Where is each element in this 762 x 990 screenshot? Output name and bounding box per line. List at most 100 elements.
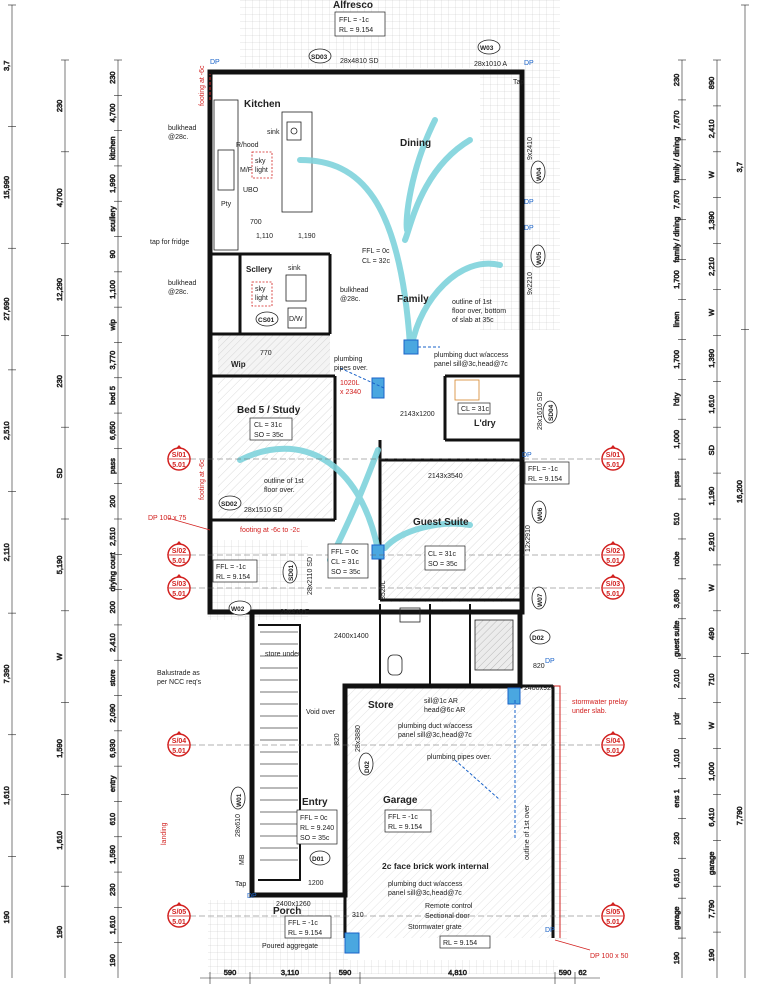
cooktop: [217, 149, 235, 191]
section-sheet: 5.01: [606, 748, 620, 755]
toilet: [387, 654, 403, 676]
svg-text:CS01: CS01: [258, 317, 275, 324]
room-family: Family: [397, 294, 429, 305]
dim-bottom-label: 590: [224, 968, 237, 977]
level-garage-rl: RL = 9.154: [388, 824, 422, 831]
room-guest-suite: Guest Suite: [413, 517, 469, 528]
opening-3520: 3520L: [380, 580, 387, 600]
dim-right-mid-label: 2,410: [707, 119, 716, 138]
dim-right-mid-label: 490: [707, 627, 716, 640]
room-kitchen: Kitchen: [244, 99, 281, 110]
level-entry-rl: RL = 9.240: [300, 825, 334, 832]
stair-wall: [258, 624, 301, 881]
note-sill-head-b: head@6c AR: [424, 707, 465, 714]
kitchen-wall: [212, 252, 332, 334]
note-outline-family-2: floor over, bottom: [452, 308, 506, 315]
note-landing: landing: [161, 822, 168, 845]
dim-right-mid-label: W: [707, 170, 716, 178]
dim-right-inner-label: 230: [672, 832, 681, 845]
tag-w03: W03: [477, 39, 501, 55]
tag-cs01: CS01: [255, 311, 279, 327]
opening-sd04: 28x1610 SD: [537, 391, 544, 430]
dim-left-outer-label: 2,110: [2, 543, 11, 561]
dim-left-inner-label: 90: [108, 250, 117, 258]
tag-dp-3: DP: [524, 199, 534, 206]
dim-left-outer-label: 3,7: [2, 61, 11, 71]
cyan-arcs: [237, 117, 503, 563]
level-box-entry: FFL = 0c RL = 9.240 SO = 35c: [296, 809, 338, 845]
opening-sd01: 28x2110 SD: [307, 557, 314, 595]
svg-text:W03: W03: [480, 45, 494, 52]
svg-text:W05: W05: [536, 251, 543, 265]
tag-dp-1: DP: [210, 59, 220, 66]
opening-w03: 28x1010 A: [474, 61, 507, 68]
tag-d01: D01: [309, 850, 331, 866]
note-sky-2a: sky: [255, 286, 266, 293]
section-sheet: 5.01: [172, 748, 186, 755]
opening-sd02: 28x1510 SD: [244, 507, 283, 514]
dim-right-inner-label: 6,810: [672, 869, 681, 888]
note-sink: sink: [267, 129, 280, 136]
section-marker-s02-right: S/025.01: [601, 541, 625, 567]
level-box-alfresco: FFL = -1c RL = 9.154: [334, 11, 386, 37]
dim-right-mid-label: SD: [707, 444, 716, 455]
text-layer: Alfresco Kitchen Dining Family Scllery W…: [148, 0, 629, 960]
note-sill-head-a: sill@1c AR: [424, 698, 458, 705]
pd-porch: [344, 932, 360, 954]
dim-left-inner-label: 2,090: [108, 704, 117, 723]
room-laundry: L'dry: [474, 418, 496, 428]
dim-right-inner-label: 3,680: [672, 589, 681, 608]
kitchen-fixtures: [213, 99, 514, 676]
section-label: S/01: [172, 452, 187, 459]
section-sheet: 5.01: [172, 919, 186, 926]
level-alfresco-ffl: FFL = -1c: [339, 17, 369, 24]
sink-bowl: [290, 127, 298, 135]
section-label: S/03: [172, 581, 187, 588]
level-porch-ffl: FFL = -1c: [288, 920, 318, 927]
dim-right-inner-label: 7,670: [672, 110, 681, 129]
note-plumbing1-b: pipes over.: [334, 365, 368, 372]
section-sheet: 5.01: [172, 591, 186, 598]
note-outline-family-3: of slab at 35c: [452, 317, 494, 324]
level-hall-ffl: FFL = 0c: [331, 549, 359, 556]
opening-2143-3540: 2143x3540: [428, 473, 463, 480]
svg-text:D02: D02: [532, 635, 544, 642]
dim-right-inner-label: ens 1: [672, 789, 681, 807]
tag-dp-6: DP: [247, 893, 257, 900]
room-store-under: store under: [265, 651, 301, 658]
note-balustrade-b: per NCC req's: [157, 679, 202, 686]
plumbing-markers: [339, 339, 521, 954]
arc-4: [403, 117, 438, 233]
opening-820: 820: [334, 733, 341, 745]
note-sink-2: sink: [288, 265, 301, 272]
opening-770: 770: [260, 350, 272, 357]
note-footing3: footing at -6c to -2c: [240, 527, 300, 534]
note-plumbing5-a: plumbing duct w/access: [388, 881, 463, 888]
dim-right-mid-label: 1,000: [707, 762, 716, 781]
dim-right-mid-label: 1,390: [707, 211, 716, 230]
dim-right-inner-label: 2,010: [672, 669, 681, 688]
note-face-brick: 2c face brick work internal: [382, 861, 489, 871]
dim-bottom-label: 3,110: [281, 968, 299, 977]
opening-w01: 28x610: [235, 814, 242, 837]
dim-right-inner-label: 1,000: [672, 430, 681, 449]
section-sheet: 5.01: [606, 462, 620, 469]
dim-bottom-label: 4,810: [448, 968, 467, 977]
level-box-bed5: CL = 31c SO = 35c: [249, 417, 293, 441]
bed5-wall: [212, 376, 337, 522]
level-garage-ffl: FFL = -1c: [388, 814, 418, 821]
dp-leader-left: [167, 517, 211, 531]
dim-left-mid-label: 5,190: [55, 556, 64, 575]
room-dining: Dining: [400, 138, 431, 149]
section-marker-s05-right: S/055.01: [601, 902, 625, 928]
tag-d02: D02: [529, 629, 551, 645]
tag-w06: W06: [531, 500, 547, 524]
level-box-garage-front: RL = 9.154: [439, 935, 491, 949]
note-plumbing1-a: plumbing: [334, 356, 363, 363]
opening-garage-d: 28x3880: [355, 725, 362, 752]
pd-ensuite: [507, 687, 521, 705]
dim-left-inner-label: pass: [108, 458, 117, 474]
dim-left-mid-label: 4,700: [55, 188, 64, 207]
dim-left-inner-label: 230: [108, 71, 117, 84]
note-plumbing3-a: plumbing duct w/access: [398, 723, 473, 730]
